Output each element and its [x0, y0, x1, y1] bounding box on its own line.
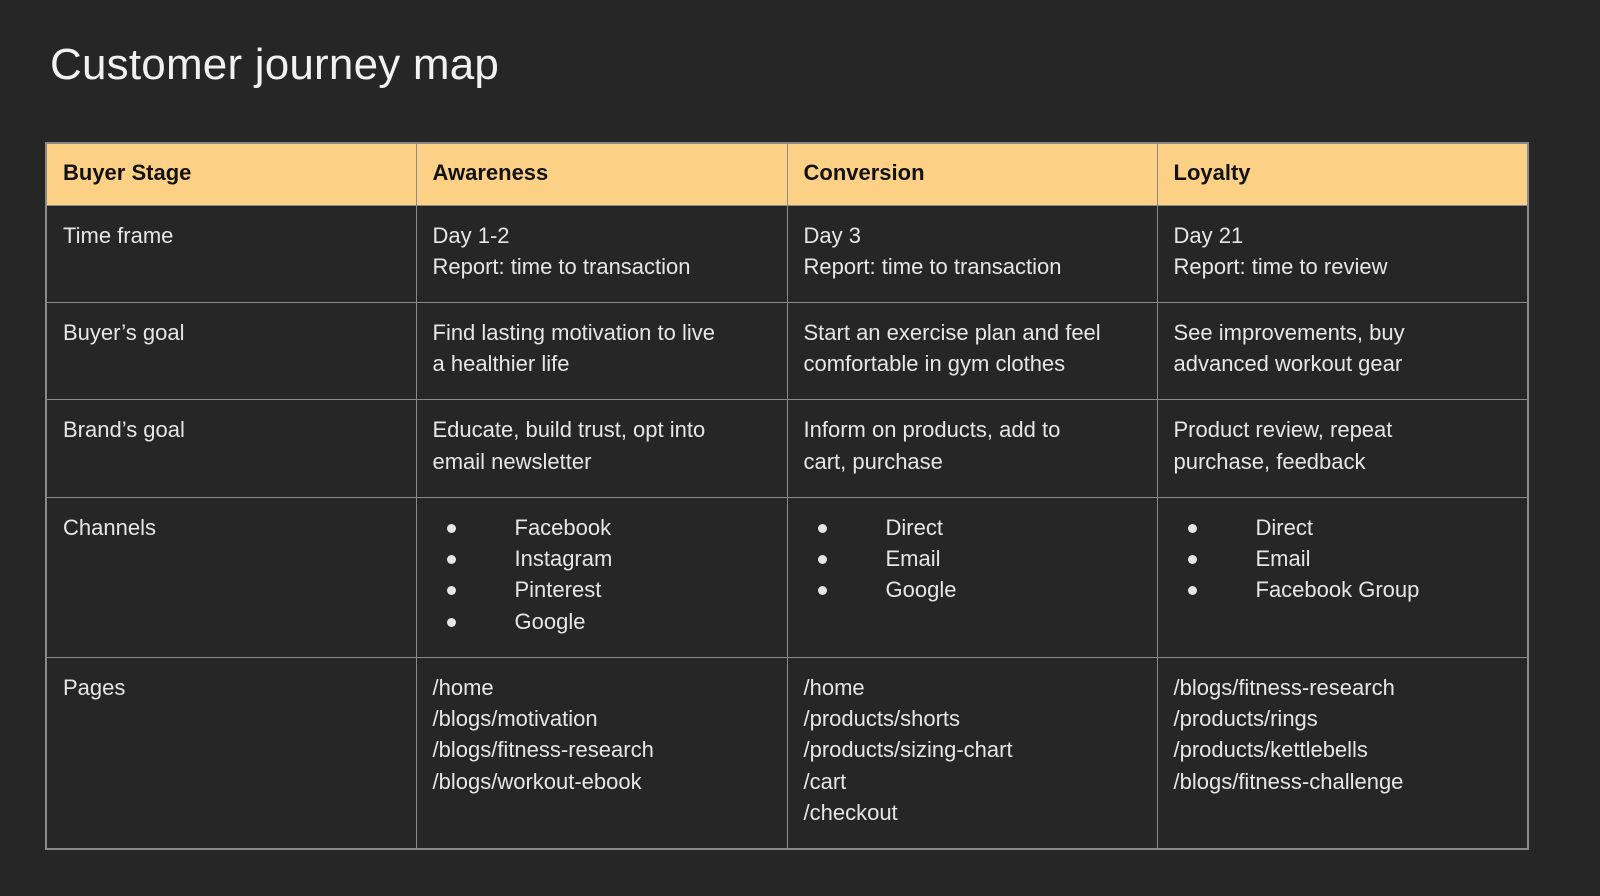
bullet-icon: [446, 586, 456, 596]
cell-line: /products/sizing-chart: [803, 737, 1013, 763]
list-item: Facebook Group: [1174, 574, 1512, 605]
list-item-label: Facebook: [514, 514, 612, 540]
cell-buyers-goal-conversion: Start an exercise plan and feel comforta…: [786, 301, 1158, 401]
cell-line: /products/rings: [1173, 706, 1318, 732]
list-item: Pinterest: [433, 574, 771, 605]
bullet-icon: [1187, 555, 1197, 565]
table-row: Buyer’s goal Find lasting motivation to …: [45, 301, 1529, 401]
list-item-label: Direct: [885, 514, 943, 540]
cell-line: Report: time to transaction: [803, 253, 1062, 279]
table-row: Pages /home /blogs/motivation /blogs/fit…: [45, 656, 1529, 850]
cell-time-frame-awareness: Day 1-2 Report: time to transaction: [415, 204, 788, 303]
list-item: Facebook: [433, 512, 771, 543]
bullet-icon: [446, 523, 456, 533]
column-header-awareness: Awareness: [415, 142, 788, 206]
cell-pages-conversion: /home /products/shorts /products/sizing-…: [786, 656, 1158, 850]
column-header-conversion: Conversion: [786, 142, 1158, 206]
cell-line: /products/kettlebells: [1173, 737, 1368, 763]
header-row: Buyer Stage Awareness Conversion Loyalty: [45, 142, 1529, 206]
table-row: Channels Facebook Instagram Pinterest Go…: [45, 496, 1529, 658]
cell-channels-loyalty: Direct Email Facebook Group: [1156, 496, 1529, 658]
cell-line: Report: time to review: [1173, 253, 1388, 279]
column-header-buyer-stage: Buyer Stage: [45, 142, 417, 206]
list-item: Instagram: [433, 543, 771, 574]
cell-time-frame-conversion: Day 3 Report: time to transaction: [786, 204, 1158, 303]
cell-line: Start an exercise plan and feel: [803, 319, 1101, 345]
cell-line: advanced workout gear: [1173, 351, 1403, 377]
cell-brands-goal-awareness: Educate, build trust, opt into email new…: [415, 399, 788, 498]
list-item-label: Instagram: [514, 546, 613, 572]
list-item: Direct: [804, 512, 1141, 543]
cell-line: /home: [803, 674, 865, 700]
channel-list: Facebook Instagram Pinterest Google: [433, 512, 771, 637]
channel-list: Direct Email Google: [804, 512, 1141, 606]
list-item: Google: [804, 574, 1141, 605]
column-header-loyalty: Loyalty: [1156, 142, 1529, 206]
list-item-label: Pinterest: [514, 577, 602, 603]
table-row: Brand’s goal Educate, build trust, opt i…: [45, 399, 1529, 498]
row-label-pages: Pages: [45, 656, 417, 850]
row-label-time-frame: Time frame: [45, 204, 417, 303]
list-item-label: Facebook Group: [1255, 577, 1420, 603]
cell-brands-goal-loyalty: Product review, repeat purchase, feedbac…: [1156, 399, 1529, 498]
list-item: Email: [804, 543, 1141, 574]
cell-brands-goal-conversion: Inform on products, add to cart, purchas…: [786, 399, 1158, 498]
list-item: Direct: [1174, 512, 1512, 543]
list-item-label: Email: [1255, 546, 1311, 572]
cell-line: Educate, build trust, opt into: [432, 417, 706, 443]
channel-list: Direct Email Facebook Group: [1174, 512, 1512, 606]
row-label-buyers-goal: Buyer’s goal: [45, 301, 417, 401]
cell-line: See improvements, buy: [1173, 319, 1405, 345]
bullet-icon: [1187, 523, 1197, 533]
table-body: Time frame Day 1-2 Report: time to trans…: [45, 204, 1529, 850]
list-item: Google: [433, 606, 771, 637]
cell-line: /checkout: [803, 799, 898, 825]
list-item: Email: [1174, 543, 1512, 574]
cell-channels-awareness: Facebook Instagram Pinterest Google: [415, 496, 788, 658]
cell-line: /blogs/fitness-research: [432, 737, 654, 763]
cell-line: cart, purchase: [803, 448, 943, 474]
bullet-icon: [446, 555, 456, 565]
cell-line: Day 3: [803, 222, 861, 248]
cell-line: /blogs/motivation: [432, 706, 598, 732]
table-row: Time frame Day 1-2 Report: time to trans…: [45, 204, 1529, 303]
cell-line: /products/shorts: [803, 706, 961, 732]
list-item-label: Google: [514, 608, 586, 634]
bullet-icon: [817, 523, 827, 533]
cell-line: comfortable in gym clothes: [803, 351, 1066, 377]
cell-line: Report: time to transaction: [432, 253, 691, 279]
cell-pages-loyalty: /blogs/fitness-research /products/rings …: [1156, 656, 1529, 850]
cell-line: /blogs/workout-ebook: [432, 768, 642, 794]
cell-line: Find lasting motivation to live: [432, 319, 715, 345]
cell-time-frame-loyalty: Day 21 Report: time to review: [1156, 204, 1529, 303]
cell-line: /cart: [803, 768, 847, 794]
cell-line: /blogs/fitness-research: [1173, 674, 1395, 700]
bullet-icon: [446, 617, 456, 627]
cell-buyers-goal-loyalty: See improvements, buy advanced workout g…: [1156, 301, 1529, 401]
cell-line: Day 21: [1173, 222, 1244, 248]
cell-line: Inform on products, add to: [803, 417, 1061, 443]
cell-line: email newsletter: [432, 448, 592, 474]
cell-line: a healthier life: [432, 351, 570, 377]
list-item-label: Google: [885, 577, 957, 603]
cell-channels-conversion: Direct Email Google: [786, 496, 1158, 658]
list-item-label: Direct: [1255, 514, 1313, 540]
cell-buyers-goal-awareness: Find lasting motivation to live a health…: [415, 301, 788, 401]
bullet-icon: [1187, 586, 1197, 596]
cell-line: purchase, feedback: [1173, 448, 1366, 474]
page-title: Customer journey map: [50, 40, 500, 89]
cell-line: /blogs/fitness-challenge: [1173, 768, 1404, 794]
row-label-brands-goal: Brand’s goal: [45, 399, 417, 498]
cell-line: /home: [432, 674, 494, 700]
bullet-icon: [817, 586, 827, 596]
cell-line: Product review, repeat: [1173, 417, 1393, 443]
customer-journey-table: Buyer Stage Awareness Conversion Loyalty…: [45, 142, 1529, 851]
bullet-icon: [817, 555, 827, 565]
table-header: Buyer Stage Awareness Conversion Loyalty: [45, 142, 1529, 206]
cell-line: Day 1-2: [432, 222, 510, 248]
row-label-channels: Channels: [45, 496, 417, 658]
cell-pages-awareness: /home /blogs/motivation /blogs/fitness-r…: [415, 656, 788, 850]
list-item-label: Email: [885, 546, 941, 572]
